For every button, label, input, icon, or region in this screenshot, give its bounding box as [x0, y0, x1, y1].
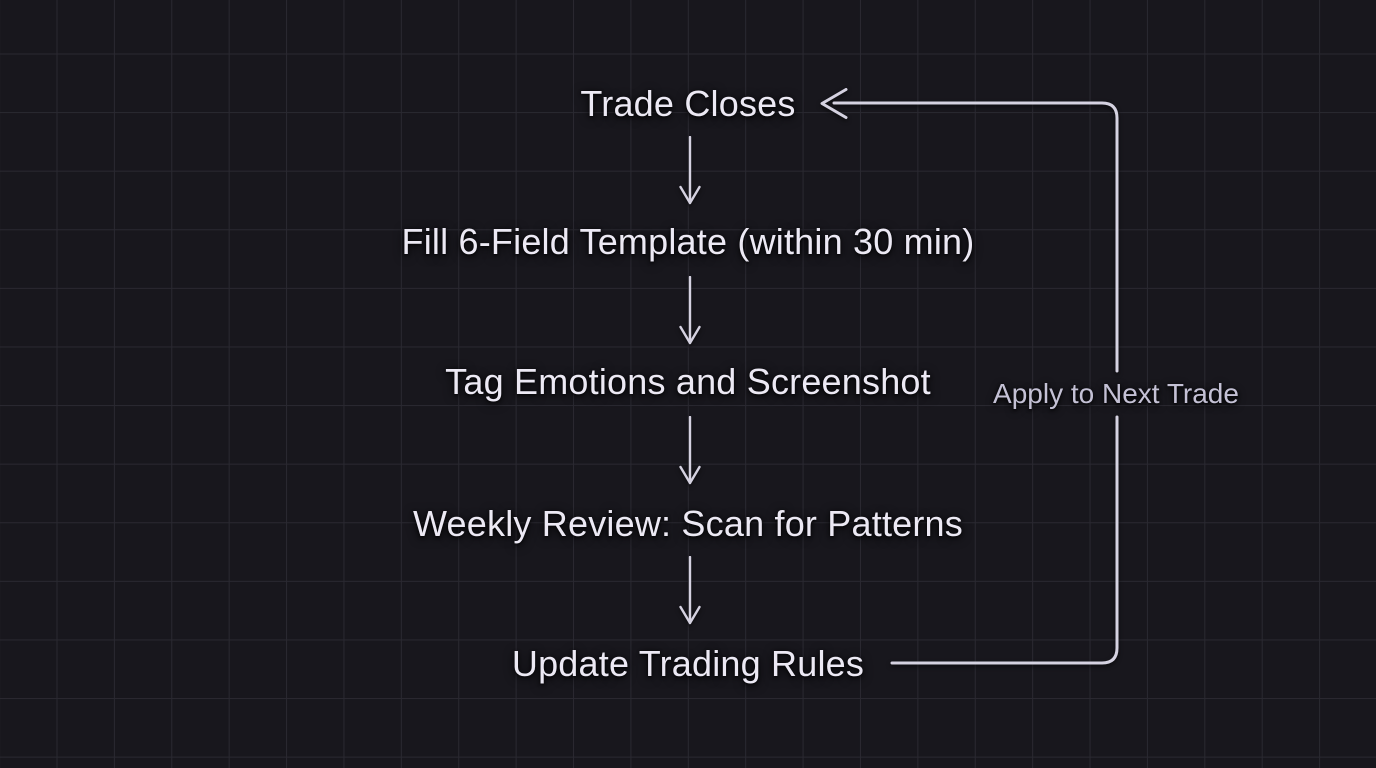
- down-arrow-icon-1: [679, 136, 701, 205]
- node-update-rules: Update Trading Rules: [511, 643, 865, 684]
- feedback-loop-bottom-segment: [890, 415, 1119, 665]
- down-arrow-icon-3: [679, 416, 701, 485]
- node-tag-emotions: Tag Emotions and Screenshot: [445, 361, 931, 402]
- down-arrow-icon-2: [679, 276, 701, 345]
- feedback-loop-label: Apply to Next Trade: [993, 378, 1239, 409]
- down-arrow-icon-4: [679, 556, 701, 625]
- node-weekly-review: Weekly Review: Scan for Patterns: [413, 503, 963, 544]
- feedback-arrowhead-icon: [820, 88, 848, 119]
- node-fill-template: Fill 6-Field Template (within 30 min): [401, 221, 975, 262]
- feedback-loop-top-segment: [832, 101, 1119, 373]
- node-trade-closes: Trade Closes: [580, 83, 796, 124]
